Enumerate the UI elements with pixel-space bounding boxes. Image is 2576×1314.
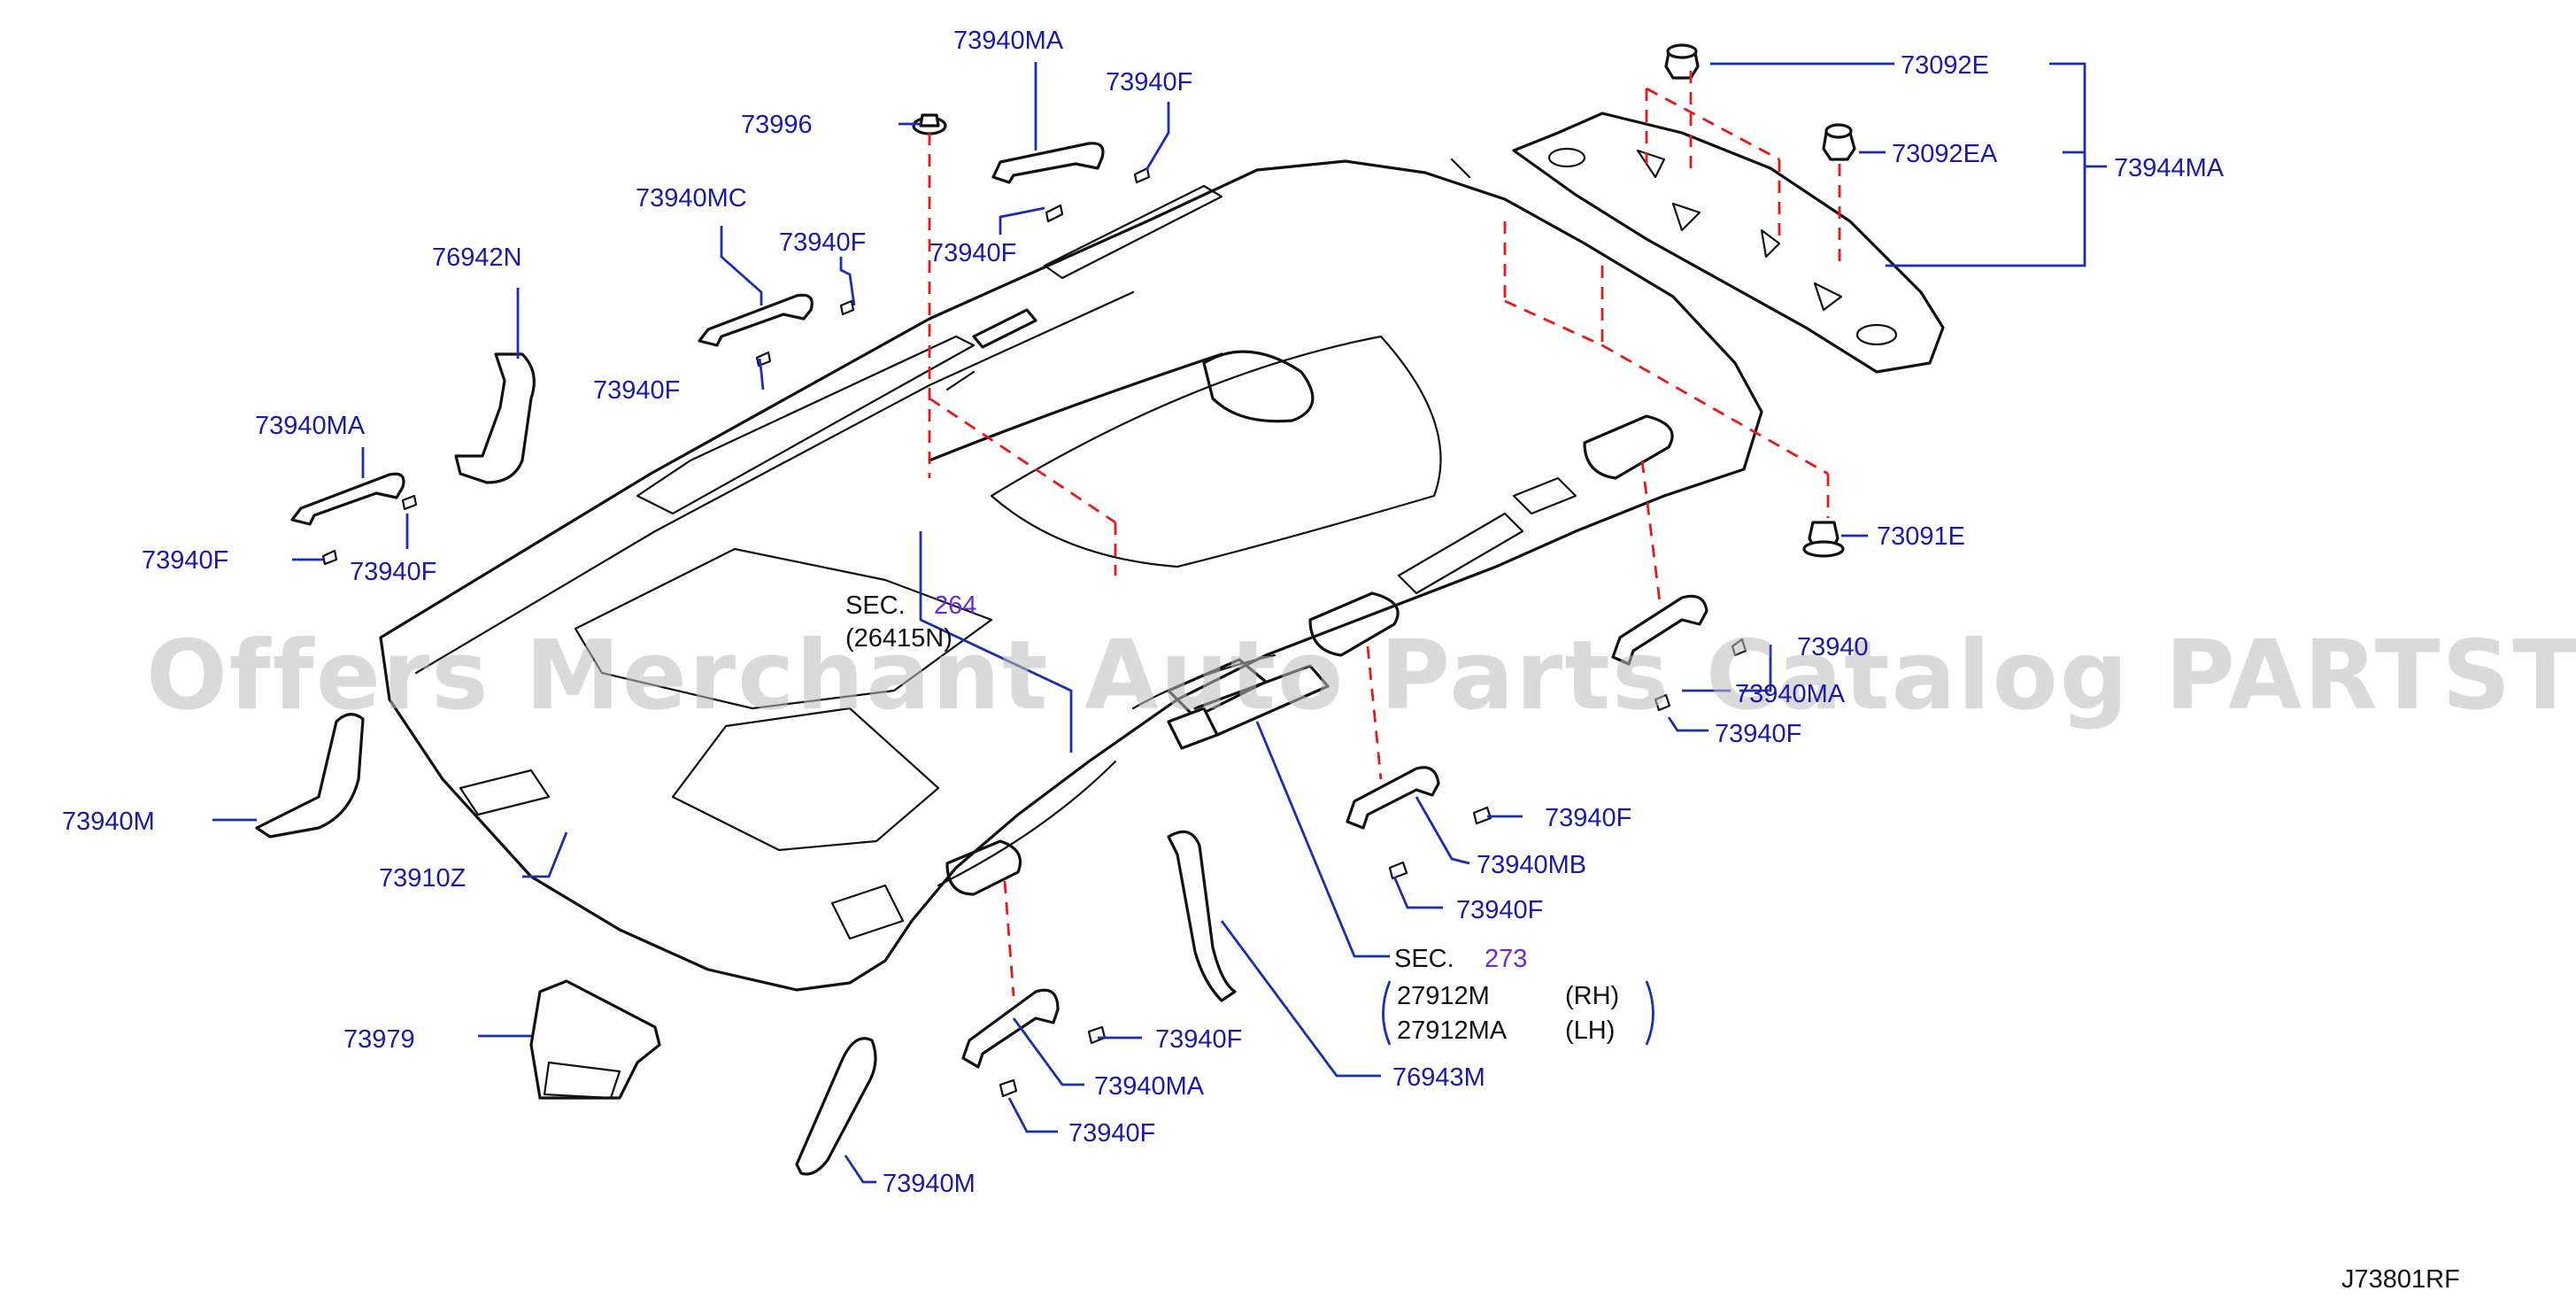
label-76942N[interactable]: 76942N — [432, 243, 522, 272]
sec264-subpart: (26415N) — [845, 624, 953, 653]
lh-part-number: 27912MA — [1397, 1016, 1508, 1045]
label-73940F-c[interactable]: 73940F — [779, 228, 866, 257]
label-73092E[interactable]: 73092E — [1901, 51, 1989, 80]
label-73940MC[interactable]: 73940MC — [636, 184, 747, 213]
label-73940MA-top[interactable]: 73940MA — [953, 27, 1064, 55]
sec273-prefix: SEC. — [1394, 945, 1454, 973]
label-73940F-i[interactable]: 73940F — [1456, 896, 1543, 924]
label-73091E[interactable]: 73091E — [1877, 522, 1965, 551]
section-ref-273[interactable]: SEC. 273 27912M (RH) 27912MA (LH) — [1394, 945, 1619, 1045]
lh-side-label: (LH) — [1565, 1016, 1615, 1045]
label-73940F-k[interactable]: 73940F — [1068, 1119, 1155, 1148]
label-73910Z[interactable]: 73910Z — [379, 864, 466, 893]
label-73940F-a[interactable]: 73940F — [1106, 68, 1192, 97]
rh-part-number: 27912M — [1397, 982, 1490, 1010]
label-73940F-b[interactable]: 73940F — [929, 239, 1016, 267]
label-73996[interactable]: 73996 — [741, 111, 813, 139]
label-73940MA-right[interactable]: 73940MA — [1735, 680, 1846, 708]
leader-lines — [212, 62, 2107, 1184]
sec264-link[interactable]: 264 — [934, 591, 976, 620]
label-73940F-g[interactable]: 73940F — [1715, 720, 1801, 748]
label-73940F-f[interactable]: 73940F — [350, 558, 436, 586]
label-73940M-bottom[interactable]: 73940M — [883, 1170, 976, 1198]
assist-grip-73940M-bottom — [795, 1037, 877, 1176]
diagram-id: J73801RF — [2341, 1265, 2460, 1294]
part-labels: 73940MA 73940F 73996 73940F 73940MC 7394… — [62, 27, 2225, 1198]
assist-grip-73940MA-bottom — [961, 988, 1060, 1069]
clip-73092EA — [1822, 123, 1856, 161]
label-73944MA[interactable]: 73944MA — [2114, 154, 2225, 182]
label-73940F-e[interactable]: 73940F — [142, 546, 228, 575]
label-73940MA-left[interactable]: 73940MA — [255, 412, 366, 440]
harness-connector — [1167, 664, 1330, 750]
assist-grip-73940MA-top — [991, 142, 1105, 184]
watermark-text: Offers Merchant Auto Parts Catalog PARTS… — [146, 621, 2576, 731]
clip-73091E — [1802, 521, 1845, 558]
clip-73092E — [1664, 43, 1700, 80]
assist-grip-76942N — [454, 352, 536, 484]
sec273-link[interactable]: 273 — [1485, 945, 1527, 973]
label-73940F-d[interactable]: 73940F — [593, 376, 680, 405]
sec264-prefix: SEC. — [845, 591, 906, 620]
label-73940M-left[interactable]: 73940M — [62, 808, 155, 836]
section-ref-264[interactable]: SEC. 264 (26415N) — [845, 591, 976, 653]
assist-grip-73940MB — [1346, 766, 1440, 830]
assist-grip-73940MA-left — [290, 472, 405, 526]
label-76943M[interactable]: 76943M — [1392, 1063, 1485, 1092]
map-lamp-73979 — [529, 979, 661, 1100]
label-73979[interactable]: 73979 — [343, 1025, 415, 1054]
label-73940-right[interactable]: 73940 — [1797, 633, 1869, 661]
label-73940MA-bottom[interactable]: 73940MA — [1094, 1072, 1205, 1101]
dashed-guides — [928, 71, 1841, 997]
assist-grip-73940MA-right — [1611, 594, 1708, 666]
assist-grip-73940M-left — [255, 713, 365, 839]
label-73940F-h[interactable]: 73940F — [1545, 804, 1631, 832]
assist-grip-76943M — [1167, 830, 1237, 1002]
label-73092EA[interactable]: 73092EA — [1892, 140, 1998, 168]
label-73940MB[interactable]: 73940MB — [1477, 851, 1586, 879]
assist-grip-73940MC — [698, 293, 814, 347]
rh-side-label: (RH) — [1565, 982, 1619, 1010]
label-73940F-j[interactable]: 73940F — [1155, 1025, 1242, 1054]
